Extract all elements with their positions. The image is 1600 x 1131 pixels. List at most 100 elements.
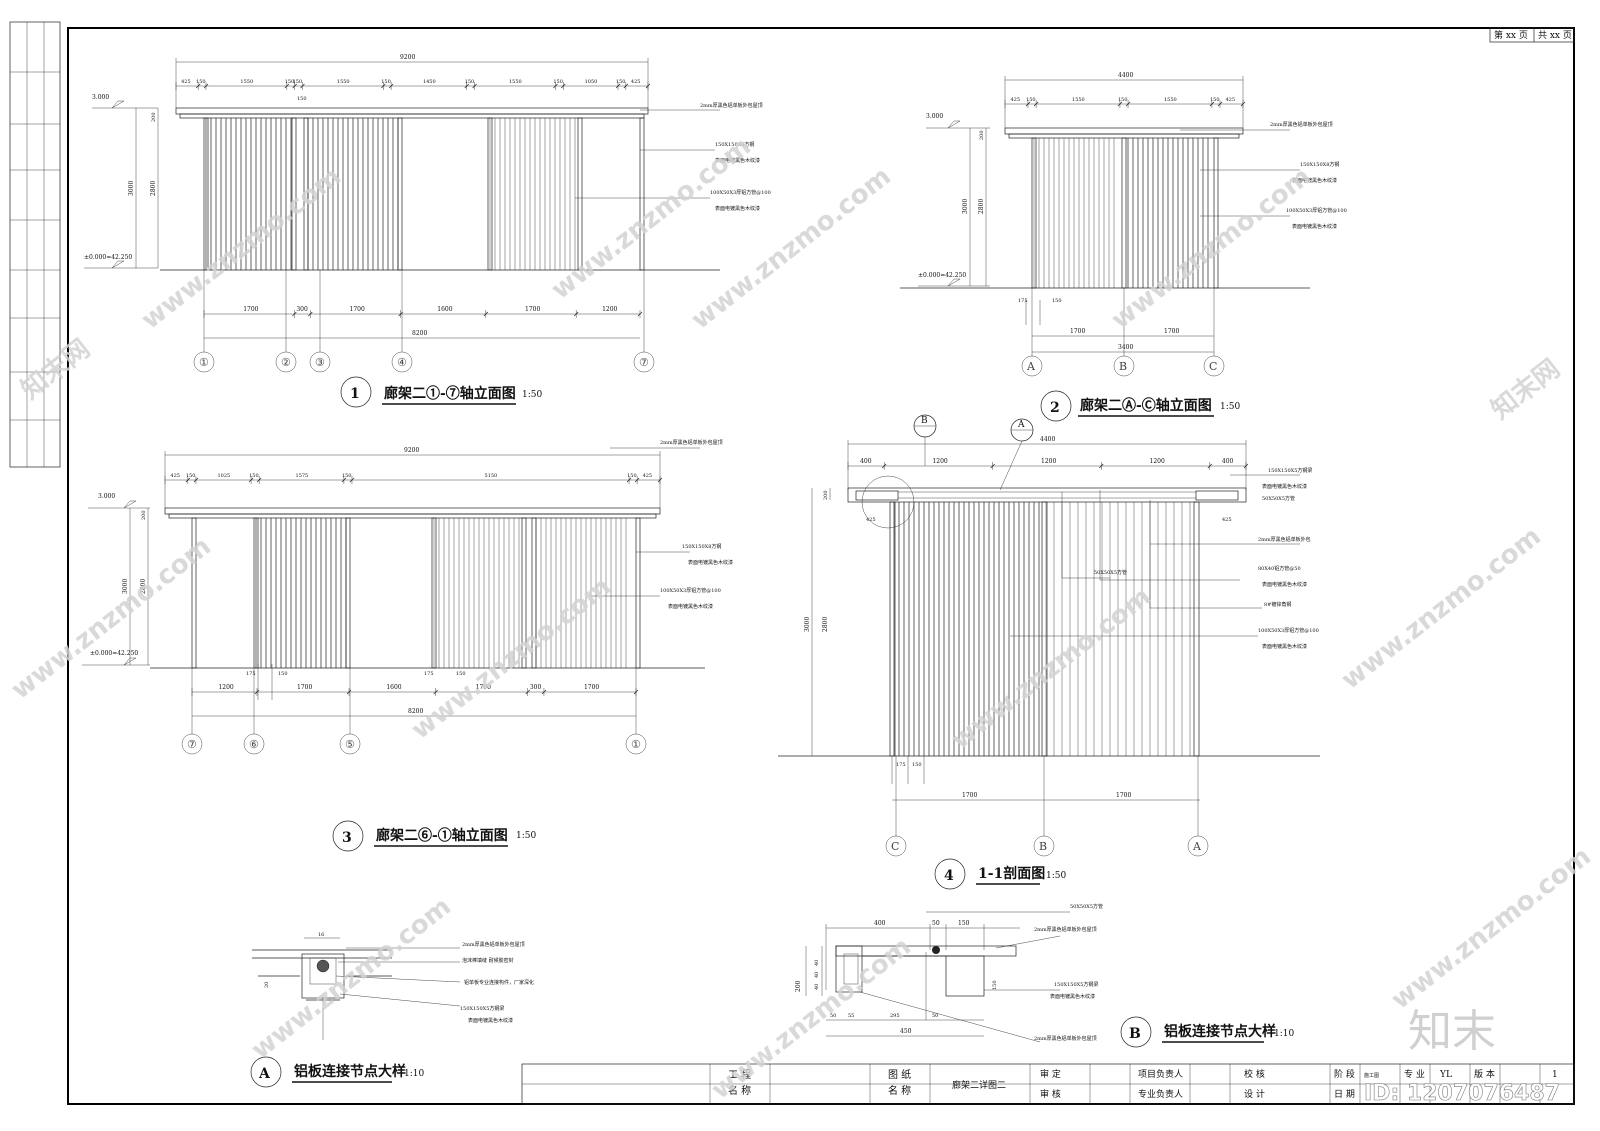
v3-bot-label-4: 300 (530, 684, 542, 691)
watermark-layer: www.znzmo.com www.znzmo.com www.znzmo.co… (6, 132, 1597, 1107)
detailB-note-1: 2mm厚黑色铝单板外包屋顶 (1034, 926, 1097, 933)
detailB-scale: 1:10 (1274, 1029, 1294, 1039)
view4-note-1: 表面电镀黑色木纹漆 (1262, 483, 1307, 490)
v2-top-slash (1217, 101, 1223, 107)
v1-top-label-11: 1050 (585, 79, 598, 85)
v4-post (1041, 501, 1048, 757)
v2-post (1213, 137, 1219, 289)
v4-top-label-3: 1200 (1150, 458, 1165, 465)
v4-top-label-0: 400 (860, 458, 872, 465)
view3-small-dim-1: 150 (278, 671, 288, 677)
view1-title: 廊架二①-⑦轴立面图 (384, 385, 516, 402)
v2-axis-0: A (1026, 360, 1036, 373)
v1-post (577, 117, 583, 271)
tb-project-label-2: 名 称 (728, 1084, 751, 1097)
v1-bot-slash (483, 311, 489, 317)
tb-stage: 阶 段 (1334, 1068, 1355, 1080)
v3-post (531, 517, 537, 669)
v1-post (487, 117, 493, 271)
v2-top-slash (1025, 101, 1031, 107)
v2-axis-2: C (1209, 360, 1217, 373)
tb-date: 日 期 (1334, 1089, 1355, 1100)
view1-level-ground: ±0.000=42.250 (84, 254, 132, 261)
tb-check: 审 核 (1040, 1088, 1061, 1100)
v3-post (635, 517, 641, 669)
v1-bot-slash (637, 311, 643, 317)
v2-axis-bubble (1203, 355, 1225, 377)
view3-note-2: 表面电镀黑色木纹漆 (688, 559, 733, 566)
view3-note-0: 2mm厚黑色铝单板外包屋顶 (660, 439, 723, 446)
watermark-site-9: www.znzmo.com (246, 892, 457, 1066)
view1-note-4: 表面电镀黑色木纹漆 (715, 205, 760, 212)
tb-number: 1 (1552, 1070, 1558, 1080)
view3-note-4: 表面电镀黑色木纹漆 (668, 603, 713, 610)
v1-axis-0: ① (199, 356, 209, 369)
detailB-left-dim-0: 200 (795, 980, 802, 992)
v1-bot-label-2: 1700 (350, 306, 365, 313)
view3-level-ground: ±0.000=42.250 (90, 650, 138, 657)
v1-post (291, 117, 297, 271)
v1-top-label-2: 1550 (240, 79, 253, 85)
view4-note-3: 2mm厚黑色铝单板外包 (1258, 536, 1311, 543)
detailB-top-dim-2: 150 (958, 920, 970, 927)
detailA-note-1: 泡沫棒填缝 耐候胶密封 (462, 957, 514, 964)
view4-note-2: 50X50X5方管 (1262, 495, 1295, 502)
v3-bot-label-3: 1700 (476, 684, 491, 691)
view2-scale: 1:50 (1220, 402, 1240, 412)
view1-number: 1 (350, 386, 360, 402)
view3-title: 廊架二⑥-①轴立面图 (376, 827, 508, 844)
view2-height-outer: 3000 (962, 199, 969, 214)
view1-scale: 1:50 (522, 390, 542, 400)
v3-bot-slash (254, 689, 260, 695)
v3-bot-label-5: 1700 (584, 684, 599, 691)
view4-note-0: 150X150X5方钢梁 (1268, 467, 1312, 474)
view2-note-1: 150X150X8方钢 (1300, 161, 1339, 168)
detailB-note-2: 150X150X5方钢梁 (1054, 981, 1098, 988)
view4-small-dim-0: 175 (896, 762, 906, 768)
v4-top-label-2: 1200 (1041, 458, 1056, 465)
v1-top-label-7: 1450 (423, 79, 436, 85)
v1-top-label-4: 150 (293, 79, 303, 85)
watermark-logo: 知末 (1408, 1006, 1496, 1057)
v2-top-label-2: 1550 (1072, 97, 1085, 103)
v3-top-slash (626, 477, 632, 483)
v1-top-label-3: 150 (285, 79, 295, 85)
view4-small-dim-1: 150 (912, 762, 922, 768)
watermark-site-5: www.znzmo.com (6, 532, 217, 706)
view3-scale: 1:50 (516, 831, 536, 841)
v3-axis-bubble (181, 733, 203, 755)
v4-top-slash (1207, 463, 1213, 469)
tb-proj-lead: 项目负责人 (1138, 1068, 1183, 1080)
v4-top-label-4: 400 (1222, 458, 1234, 465)
view2-number: 2 (1050, 400, 1060, 416)
v1-top-slash (292, 83, 297, 89)
v1-top-slash (472, 83, 477, 89)
detailB-letter: B (1129, 1026, 1141, 1042)
detailB-left-dim-3: 40 (814, 984, 820, 990)
detailA-scale: 1:10 (404, 1069, 424, 1079)
v1-top-label-12: 150 (616, 79, 626, 85)
v1-axis-2: ③ (315, 356, 325, 369)
tb-project-label-1: 工 程 (728, 1069, 751, 1081)
detailB-note-0: 50X50X5方管 (1070, 903, 1103, 910)
v1-post (639, 117, 645, 271)
view3-number: 3 (342, 830, 352, 846)
view3-height-outer: 3000 (122, 579, 129, 594)
view4-note-6: 8#镀锌角钢 (1264, 601, 1291, 608)
v3-top-label-7: 150 (627, 473, 637, 479)
view3-small-dim-2: 175 (424, 671, 434, 677)
v1-top-label-5: 1550 (337, 79, 350, 85)
v1-top-slash (553, 83, 558, 89)
v1-top-slash (284, 83, 290, 89)
view4-height-inner: 2800 (822, 617, 829, 632)
v1-bot-label-4: 1700 (525, 306, 540, 313)
v1-top-slash (615, 83, 621, 89)
v3-top-slash (349, 477, 355, 483)
v1-top-label-13: 425 (631, 79, 641, 85)
v4-top-slash (881, 463, 887, 469)
v1-top-slash (300, 83, 305, 89)
detailB-bottom-dim-1: 55 (848, 1013, 854, 1019)
v4-top-slash (990, 463, 995, 469)
